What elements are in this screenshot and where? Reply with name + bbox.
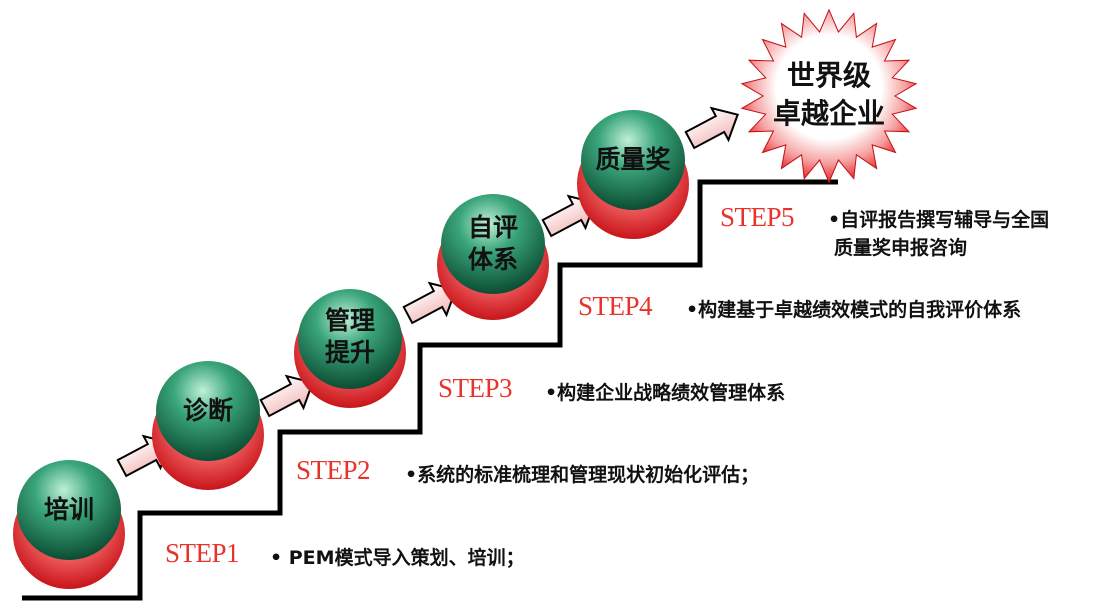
node-diagnosis-line1: 诊断 bbox=[182, 396, 233, 425]
node-diagnosis-label: 诊断 bbox=[168, 395, 248, 427]
node-selfeval-label: 自评 体系 bbox=[453, 212, 533, 276]
step2-desc: •系统的标准梳理和管理现状初始化评估； bbox=[405, 464, 760, 486]
step5-desc-line2: 质量奖申报咨询 bbox=[834, 237, 968, 259]
step4-label: STEP4 bbox=[578, 291, 653, 321]
arrow-3 bbox=[402, 281, 457, 325]
node-award-line1: 质量奖 bbox=[595, 145, 671, 174]
node-mgmt-label: 管理 提升 bbox=[310, 305, 390, 369]
goal-line2: 卓越企业 bbox=[772, 97, 885, 130]
arrow-5 bbox=[684, 106, 739, 150]
goal-label: 世界级 卓越企业 bbox=[754, 57, 904, 133]
ball-training bbox=[13, 460, 125, 589]
staircase-line bbox=[22, 179, 838, 601]
step1-label: STEP1 bbox=[165, 538, 240, 568]
ball-award bbox=[577, 110, 689, 239]
node-award-label: 质量奖 bbox=[583, 144, 683, 176]
step3-desc: •构建企业战略绩效管理体系 bbox=[545, 382, 786, 404]
node-training-label: 培训 bbox=[29, 494, 109, 526]
step1-desc: • PEM模式导入策划、培训； bbox=[270, 547, 525, 569]
step5-desc-line1: •自评报告撰写辅导与全国 bbox=[828, 209, 1050, 231]
node-selfeval-line1: 自评 bbox=[467, 213, 518, 242]
step4-desc: •构建基于卓越绩效模式的自我评价体系 bbox=[686, 299, 1022, 321]
step3-label: STEP3 bbox=[438, 373, 513, 403]
ball-selfeval bbox=[437, 194, 549, 320]
step2-label: STEP2 bbox=[296, 455, 371, 485]
goal-line1: 世界级 bbox=[786, 59, 871, 92]
ball-diagnosis bbox=[152, 361, 264, 490]
ball-mgmt bbox=[294, 289, 406, 408]
step5-label: STEP5 bbox=[720, 202, 795, 232]
arrow-2 bbox=[259, 374, 314, 418]
node-selfeval-line2: 体系 bbox=[467, 245, 518, 274]
node-mgmt-line2: 提升 bbox=[324, 338, 375, 367]
goal-starburst bbox=[740, 8, 918, 184]
node-training-line1: 培训 bbox=[43, 495, 94, 524]
node-mgmt-line1: 管理 bbox=[324, 306, 375, 335]
